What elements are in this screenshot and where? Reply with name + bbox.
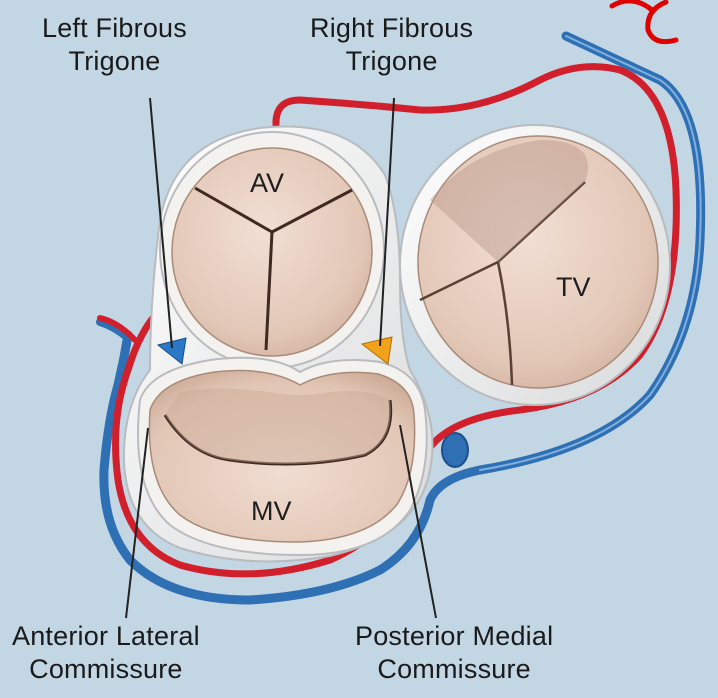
mitral-valve-label: MV	[251, 496, 292, 526]
posterior-medial-commissure-label: Posterior Medial Commissure	[355, 620, 553, 686]
left-fibrous-trigone-label: Left Fibrous Trigone	[42, 12, 187, 78]
anterior-lateral-commissure-label: Anterior Lateral Commissure	[12, 620, 200, 686]
right-fibrous-trigone-label: Right Fibrous Trigone	[310, 12, 473, 78]
blue-vessel-end	[442, 433, 468, 467]
tricuspid-valve-label: TV	[556, 272, 591, 302]
aortic-valve-label: AV	[250, 168, 284, 198]
